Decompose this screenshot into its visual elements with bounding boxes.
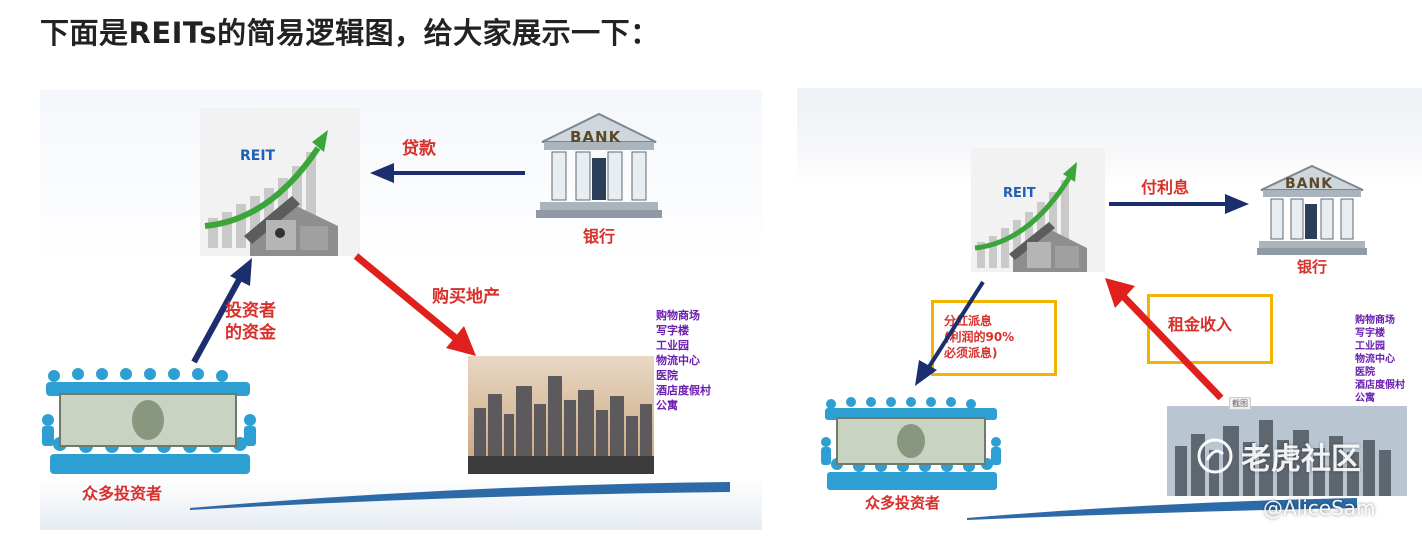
right-city-skyline-image [1167, 406, 1407, 496]
right-investors-caption: 众多投资者 [865, 494, 941, 512]
left-reit-label: REIT [240, 148, 276, 164]
left-bank-graphic: BANK [536, 112, 662, 220]
left-buy-property-arrow [353, 253, 476, 356]
right-property-type-item: 医院 [1355, 367, 1375, 378]
left-blue-swoosh [190, 482, 730, 510]
left-bank-caption: 银行 [583, 227, 616, 246]
right-property-type-item: 酒店度假村 [1355, 380, 1405, 391]
left-diagram-panel: REIT BANK 银行 贷款 投资者 的资金 购买地产 [40, 90, 762, 530]
left-investors-caption: 众多投资者 [82, 484, 163, 503]
tiger-community-logo-icon [1197, 438, 1233, 474]
left-property-type-item: 写字楼 [656, 324, 689, 337]
left-investor-funds-arrow [191, 258, 252, 364]
left-bank-sign: BANK [570, 128, 622, 146]
right-reit-graphic: REIT [971, 148, 1105, 272]
right-dividend-box: 分红派息 (利润的90% 必须派息) [931, 300, 1057, 376]
left-property-type-item: 物流中心 [656, 354, 700, 367]
left-bank-building-icon [536, 112, 662, 218]
right-rent-label: 租金收入 [1168, 315, 1233, 334]
left-property-type-item: 医院 [656, 369, 678, 382]
right-bank-graphic: BANK [1257, 164, 1367, 256]
left-investors-group-icon [42, 368, 256, 474]
right-property-types-list: 购物商场 写字楼 工业园 物流中心 医院 酒店度假村 公寓 [1355, 314, 1405, 405]
left-property-type-item: 购物商场 [656, 309, 700, 322]
left-property-type-item: 酒店度假村 [656, 384, 711, 397]
right-bank-sign: BANK [1285, 176, 1334, 192]
right-reit-house-growth-icon [971, 148, 1105, 272]
right-diagram-panel: REIT 付利息 BANK 银行 分红派息 (利润的90% 必须派息) [797, 88, 1422, 528]
left-loan-label: 贷款 [402, 139, 436, 159]
right-dividend-line3: 必须派息) [944, 346, 998, 360]
right-blue-swoosh [967, 498, 1357, 520]
right-bank-building-icon [1257, 164, 1367, 255]
left-property-types-list: 购物商场 写字楼 工业园 物流中心 医院 酒店度假村 公寓 [656, 308, 711, 413]
right-interest-arrow [1109, 194, 1249, 214]
right-property-type-item: 公寓 [1355, 393, 1375, 404]
right-rent-box: 租金收入 [1147, 294, 1273, 364]
right-property-type-item: 物流中心 [1355, 354, 1395, 365]
watermark-brand: 老虎社区 [1195, 434, 1361, 478]
right-dividend-line2: (利润的90% [944, 330, 1015, 344]
right-rent-arrow [1105, 278, 1224, 401]
right-investors-group-icon [821, 397, 1001, 490]
left-investor-funds-line1: 投资者 [225, 301, 276, 321]
left-city-skyline-image [468, 356, 654, 474]
left-property-type-item: 公寓 [656, 399, 678, 412]
right-property-type-item: 写字楼 [1355, 328, 1385, 339]
right-small-tag: 截图 [1229, 397, 1251, 410]
left-investor-funds-line2: 的资金 [225, 323, 276, 343]
left-investor-funds-label: 投资者 的资金 [225, 300, 276, 344]
right-bank-caption: 银行 [1297, 258, 1328, 276]
right-property-type-item: 工业园 [1355, 341, 1385, 352]
left-reit-graphic: REIT [200, 108, 360, 256]
watermark-handle: @AliceSam [1263, 496, 1376, 520]
left-property-type-item: 工业园 [656, 339, 689, 352]
right-property-type-item: 购物商场 [1355, 315, 1395, 326]
left-buy-property-label: 购买地产 [432, 287, 500, 307]
right-reit-label: REIT [1003, 186, 1036, 201]
page-heading: 下面是REITs的简易逻辑图，给大家展示一下： [40, 16, 660, 50]
left-reit-house-growth-icon [200, 108, 360, 256]
right-dividend-arrow [915, 280, 985, 386]
right-interest-label: 付利息 [1141, 178, 1190, 197]
watermark-brand-text: 老虎社区 [1241, 442, 1361, 477]
left-loan-arrow [370, 163, 525, 183]
